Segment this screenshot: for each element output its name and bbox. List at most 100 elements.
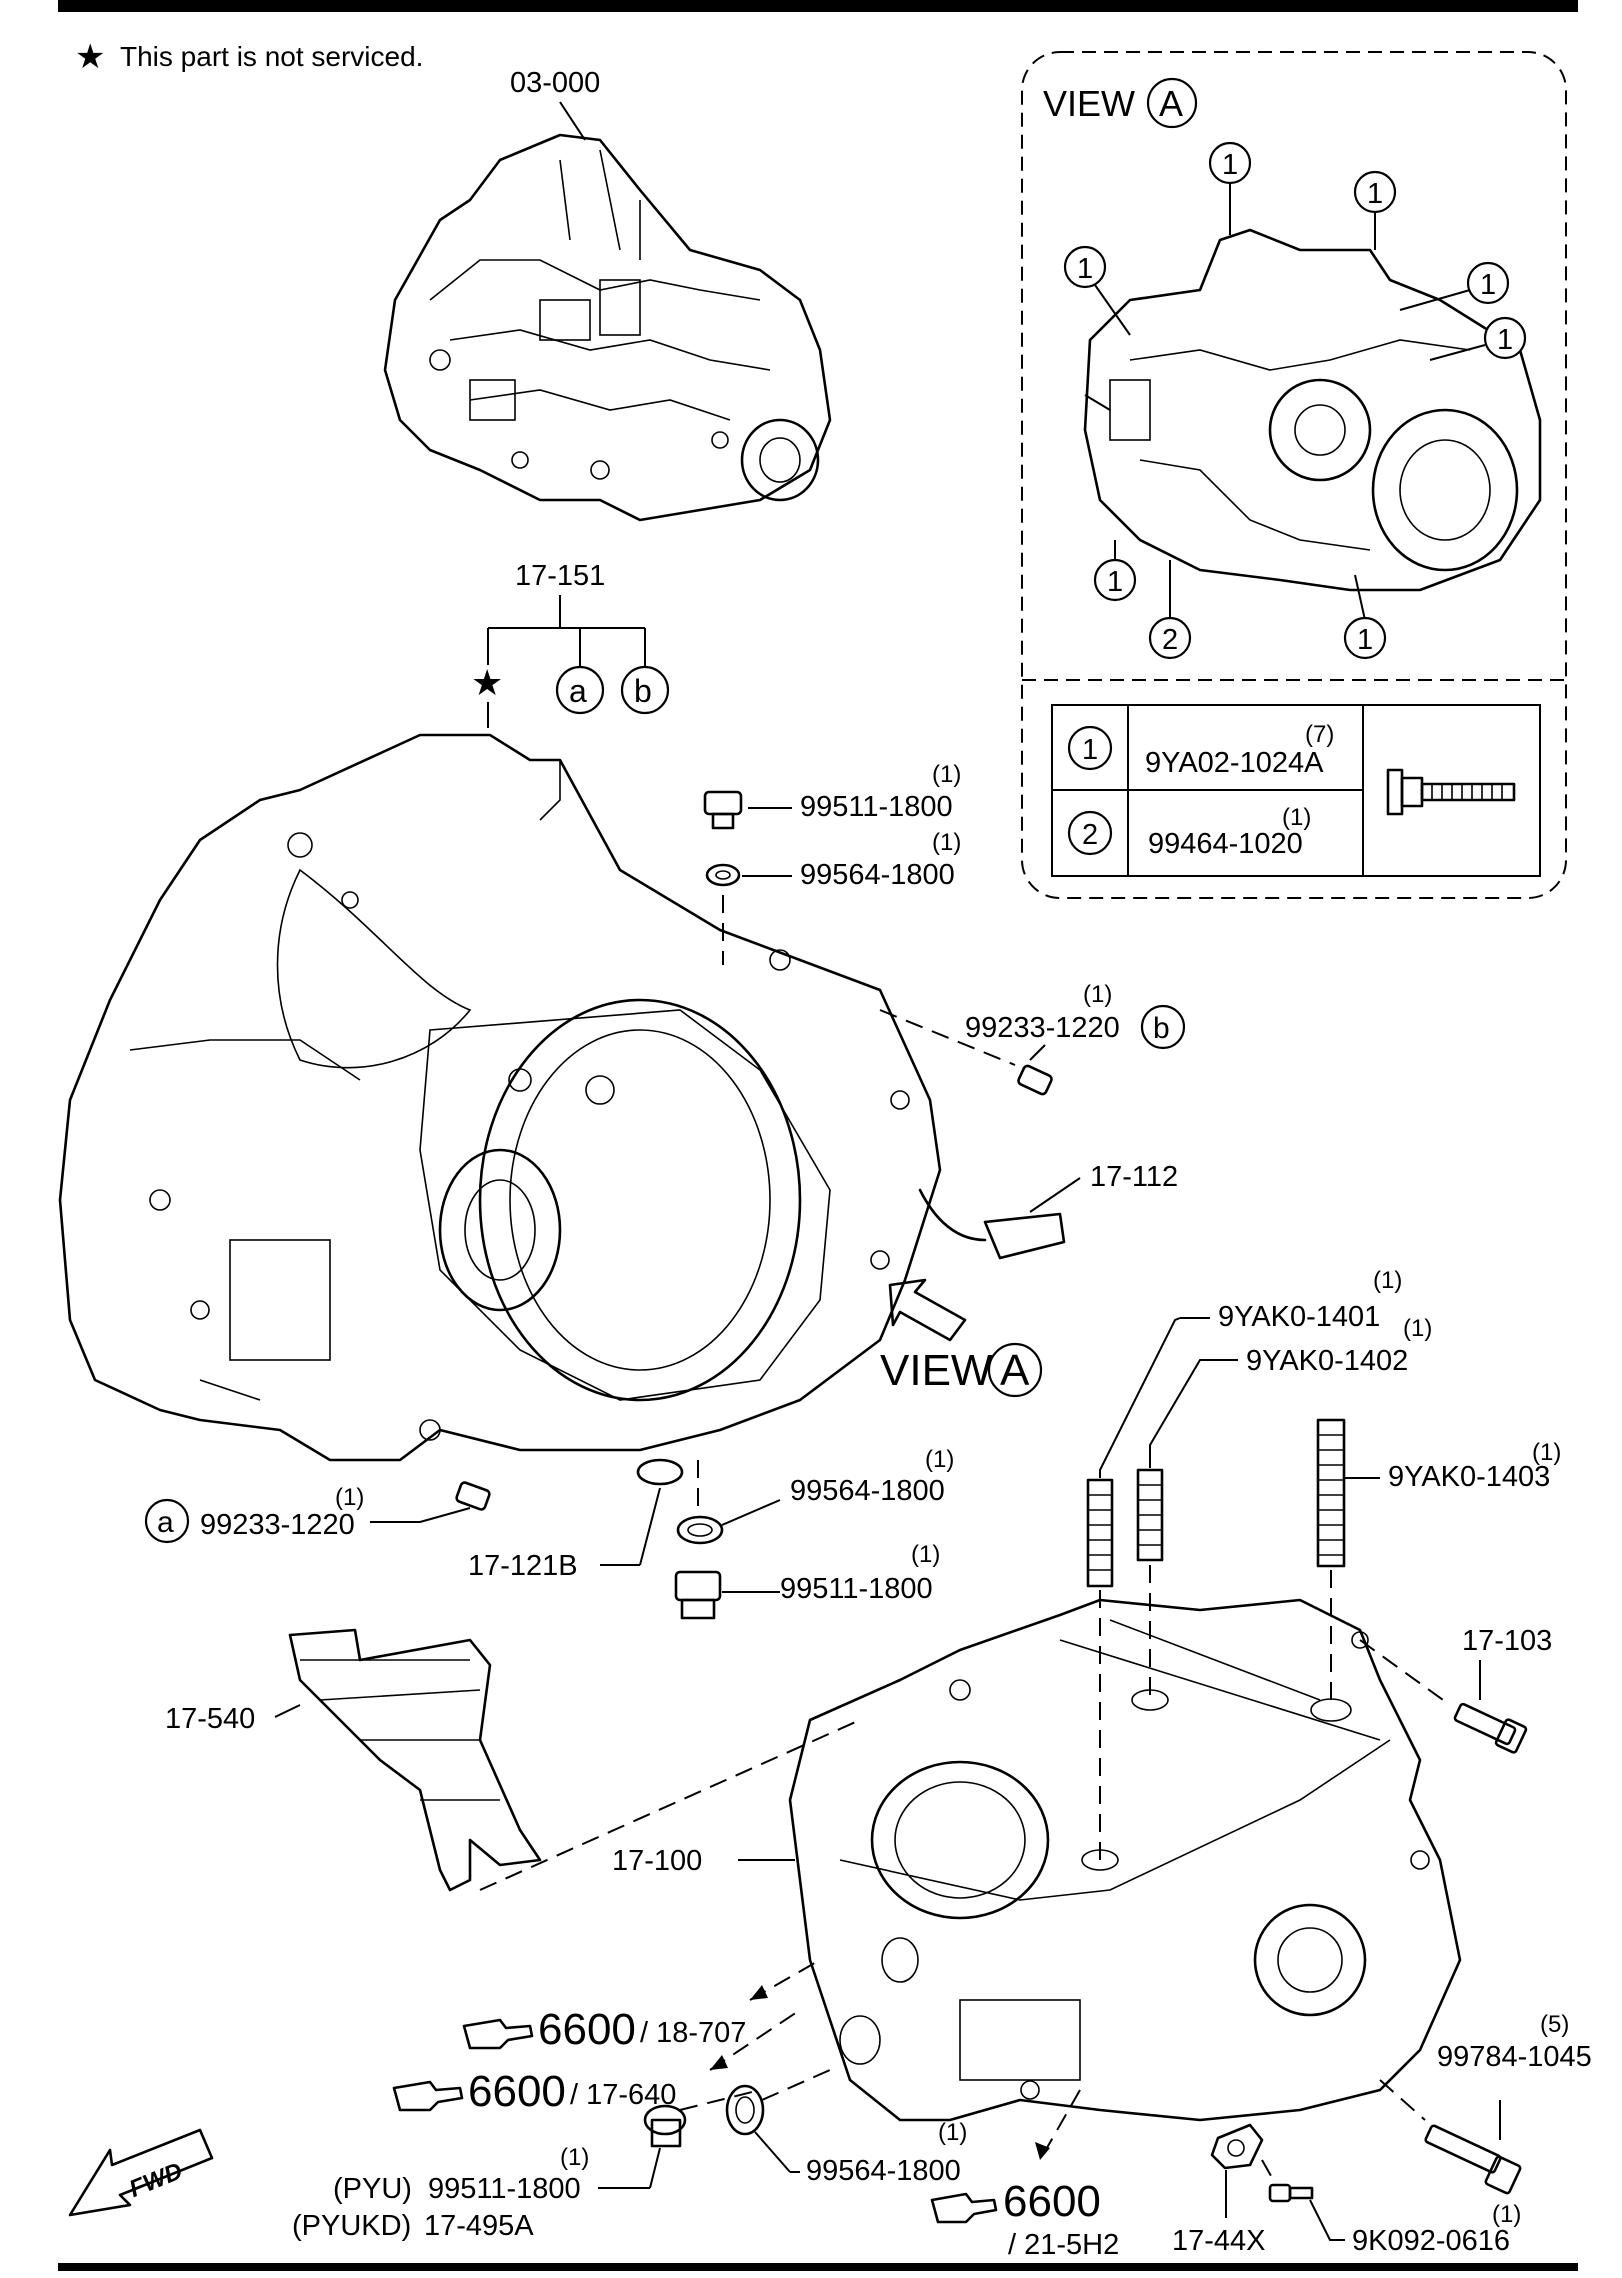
- star-icon: ★: [75, 38, 105, 76]
- dowel-pin-a[interactable]: a (1) 99233-1220: [144, 1481, 491, 1544]
- svg-text:1: 1: [1222, 149, 1238, 181]
- part-number-label: 9YAK0-1401: [1218, 1301, 1380, 1333]
- view-callout: 1: [1343, 574, 1387, 660]
- pointing-hand-icon: [392, 2080, 464, 2112]
- tag-a-circle: [555, 665, 605, 715]
- ref-target: / 21-5H2: [1008, 2229, 1119, 2261]
- top-border: [58, 0, 1578, 12]
- view-letter-circle: [1146, 77, 1198, 129]
- ref-6600-21-5H2[interactable]: 6600 / 21-5H2: [930, 2089, 1119, 2261]
- qty-label: (1): [932, 829, 961, 856]
- fwd-arrow: FWD: [68, 2128, 214, 2217]
- tag-b-circle: [1140, 1004, 1186, 1050]
- case-bearing-bore: [870, 1760, 1050, 1920]
- fwd-label: FWD: [125, 2158, 186, 2204]
- view-callout: 1: [1399, 261, 1510, 311]
- svg-text:1: 1: [1367, 178, 1383, 210]
- drain-plug-top[interactable]: (1) 99511-1800: [703, 761, 961, 830]
- assembly-label: 03-000: [510, 67, 600, 99]
- plug-head: [643, 2104, 687, 2136]
- stud-9YAK0-1403[interactable]: (1) 9YAK0-1403: [1316, 1418, 1561, 1568]
- view-case-outline: [1083, 228, 1542, 592]
- view-callout: 1: [1208, 141, 1252, 235]
- view-a-arrow: VIEW A: [880, 1278, 1043, 1398]
- view-letter-circle: [987, 1342, 1043, 1398]
- view-title: VIEW: [880, 1346, 993, 1395]
- svg-text:1: 1: [1357, 624, 1373, 656]
- washer-top[interactable]: (1) 99564-1800: [705, 829, 961, 891]
- part-number-label: 17-44X: [1172, 2225, 1266, 2257]
- bracket-17-44X[interactable]: 17-44X: [1172, 2123, 1266, 2257]
- leader-line: [559, 101, 586, 141]
- pointing-hand-icon: [462, 2018, 534, 2050]
- ref-6600-17-640[interactable]: 6600 / 17-640: [392, 2009, 801, 2116]
- sensor-17-112[interactable]: 17-112: [918, 1161, 1178, 1260]
- table-ref: 2: [1082, 819, 1098, 851]
- washer-mid[interactable]: (1) 99564-1800: [676, 1446, 954, 1545]
- star-icon: ★: [471, 662, 503, 703]
- bracket-body: [1210, 2123, 1264, 2170]
- washer-low[interactable]: (1) 99564-1800: [725, 2069, 967, 2187]
- ref-6600-18-707[interactable]: 6600 / 18-707: [462, 1959, 821, 2054]
- part-number-label: 17-112: [1090, 1161, 1178, 1193]
- qty-label: (1): [1403, 1315, 1432, 1342]
- magnet-disc: [636, 1458, 684, 1486]
- washer-ring: [725, 2084, 765, 2136]
- tag-a-label: a: [157, 1506, 174, 1539]
- plug-head: [703, 790, 743, 816]
- bolt-head: [1494, 1718, 1528, 1754]
- tag-a-label: a: [569, 673, 587, 709]
- case-group-17-151: 17-151 ★ a b: [471, 560, 670, 728]
- screw-shank: [1288, 2186, 1314, 2200]
- part-number-label: 99511-1800: [780, 1573, 933, 1605]
- table-ref: 1: [1082, 734, 1098, 766]
- part-number-label: 99564-1800: [806, 2155, 961, 2187]
- assembly-output-flange: [740, 418, 820, 502]
- baffle-17-540[interactable]: 17-540: [165, 1628, 861, 1892]
- clutch-housing-body: [58, 733, 942, 1462]
- part-number-label: 99564-1800: [790, 1475, 945, 1507]
- bolt-shank: [1424, 2124, 1502, 2174]
- part-number-label: 99564-1800: [800, 859, 955, 891]
- stud-9YAK0-1402[interactable]: (1) 9YAK0-1402: [1136, 1315, 1432, 1562]
- bolt-17-103[interactable]: 17-103: [1359, 1625, 1552, 1754]
- magnet-17-121B[interactable]: 17-121B: [468, 1458, 684, 1582]
- qty-label: (1): [1373, 1267, 1402, 1294]
- transmission-case-17-100[interactable]: 17-100: [612, 1598, 1462, 2122]
- qty-label: (1): [560, 2144, 589, 2171]
- dowel-body: [1017, 1064, 1053, 1096]
- note-text: This part is not serviced.: [120, 41, 423, 72]
- plug-head: [674, 1570, 722, 1602]
- assembly-03-000[interactable]: 03-000: [383, 67, 832, 522]
- variant-label: (PYUKD): [292, 2210, 411, 2242]
- qty-label: (1): [1083, 981, 1112, 1008]
- qty-label: (1): [932, 761, 961, 788]
- view-bore-large: [1371, 408, 1519, 572]
- bolt-shank: [1453, 1702, 1517, 1746]
- view-callout: 1: [1429, 316, 1527, 361]
- svg-text:1: 1: [1480, 269, 1496, 301]
- view-direction-arrow-icon: [888, 1278, 967, 1342]
- dowel-pin-b[interactable]: (1) 99233-1220 b: [879, 981, 1186, 1096]
- bottom-border: [58, 2263, 1578, 2271]
- view-title: VIEW: [1043, 83, 1135, 124]
- qty-label: (1): [1492, 2201, 1521, 2228]
- sensor-wire: [918, 1188, 987, 1242]
- bolt-99784-1045[interactable]: (5) 99784-1045: [1379, 2011, 1592, 2195]
- stud-9YAK0-1401[interactable]: (1) 9YAK0-1401: [1086, 1267, 1402, 1588]
- drain-plug-mid[interactable]: (1) 99511-1800: [674, 1541, 940, 1620]
- stud-body: [1316, 1418, 1346, 1568]
- part-number-label: 9K092-0616: [1352, 2225, 1510, 2257]
- svg-text:1: 1: [1077, 253, 1093, 285]
- plug-low[interactable]: (1) (PYU) 99511-1800 (PYUKD) 17-495A: [292, 2089, 761, 2242]
- part-number-label: 17-495A: [424, 2210, 534, 2242]
- ref-group: 6600: [468, 2067, 566, 2116]
- input-shaft-seal: [438, 1148, 562, 1312]
- screw-9K092-0616[interactable]: (1) 9K092-0616: [1261, 2159, 1521, 2257]
- tag-a-circle: [144, 1498, 190, 1544]
- clutch-housing-17-151[interactable]: [58, 733, 942, 1462]
- part-number-label: 99233-1220: [965, 1012, 1120, 1044]
- view-letter: A: [1000, 1346, 1030, 1395]
- view-callout: 1: [1353, 170, 1397, 250]
